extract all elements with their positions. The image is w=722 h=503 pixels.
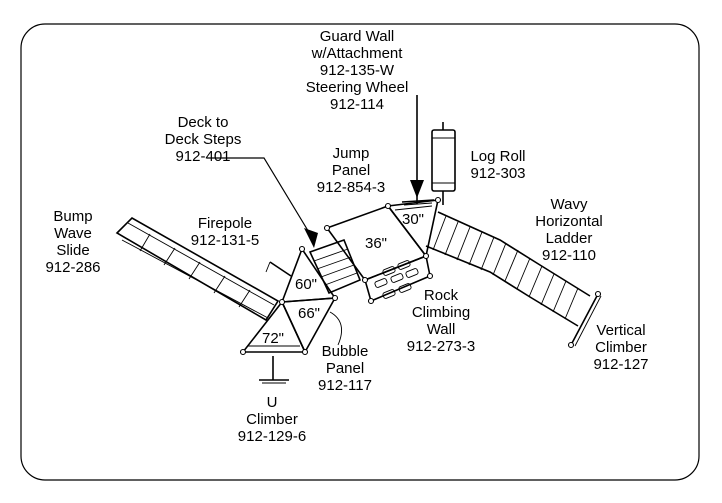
label-u-climber: U Climber 912-129-6 [238, 394, 306, 445]
label-wavy-ladder: Wavy Horizontal Ladder 912-110 [535, 196, 603, 264]
deck-60 [280, 247, 337, 303]
label-firepole: Firepole 912-131-5 [191, 215, 259, 249]
u-climber [259, 356, 289, 384]
u-climber-line-1: U [267, 394, 278, 411]
label-bump-wave-slide: Bump Wave Slide 912-286 [45, 208, 100, 276]
vertical-climber [570, 293, 602, 347]
deck-to-deck-steps [308, 238, 362, 295]
vertical-climber-line-1: Vertical [596, 322, 645, 339]
page-border [20, 23, 700, 481]
vertical-climber-line-3: 912-127 [593, 356, 648, 373]
support-posts [239, 196, 602, 356]
log-roll [431, 122, 456, 205]
bubble-panel-arc [329, 311, 343, 346]
rock-wall-line-2: Climbing [412, 304, 470, 321]
label-steering-wheel: Steering Wheel 912-114 [306, 79, 409, 113]
u-climber-line-3: 912-129-6 [238, 428, 306, 445]
wavy-ladder-line-4: 912-110 [542, 247, 596, 264]
deck-to-deck-line-3: 912-401 [175, 148, 230, 165]
label-jump-panel: Jump Panel 912-854-3 [317, 145, 385, 196]
guard-wall-line-2: w/Attachment [311, 45, 404, 62]
deck-height-66: 66" [298, 305, 320, 322]
steering-wheel-line-2: 912-114 [330, 96, 384, 113]
jump-panel-line-3: 912-854-3 [317, 179, 385, 196]
jump-panel-line-2: Panel [332, 162, 370, 179]
jump-panel-line-1: Jump [333, 145, 370, 162]
bump-wave-line-1: Bump [53, 208, 92, 225]
bubble-panel-line-3: 912-117 [318, 377, 372, 394]
label-rock-wall: Rock Climbing Wall 912-273-3 [407, 287, 475, 355]
label-log-roll: Log Roll 912-303 [470, 148, 525, 182]
deck-height-60: 60" [295, 276, 317, 293]
firepole-line-2: 912-131-5 [191, 232, 259, 249]
rock-wall-line-1: Rock [424, 287, 459, 304]
rock-wall-line-3: Wall [427, 321, 456, 338]
guard-wall-line-3: 912-135-W [320, 62, 395, 79]
guard-wall-line-1: Guard Wall [320, 28, 394, 45]
label-vertical-climber: Vertical Climber 912-127 [593, 322, 648, 373]
rock-climbing-wall [364, 254, 431, 303]
wavy-ladder-line-1: Wavy [551, 196, 588, 213]
deck-height-30: 30" [402, 211, 424, 228]
firepole-line-1: Firepole [198, 215, 252, 232]
log-roll-line-1: Log Roll [470, 148, 525, 165]
bump-wave-line-2: Wave [54, 225, 92, 242]
deck-steps-leader [207, 157, 318, 248]
deck-to-deck-line-2: Deck Steps [165, 131, 242, 148]
label-bubble-panel: Bubble Panel 912-117 [318, 343, 372, 394]
u-climber-line-2: Climber [246, 411, 298, 428]
steering-wheel-line-1: Steering Wheel [306, 79, 409, 96]
deck-to-deck-line-1: Deck to [178, 114, 229, 131]
steering-wheel [401, 95, 435, 206]
label-guard-wall: Guard Wall w/Attachment 912-135-W [311, 28, 404, 79]
deck-height-72: 72" [262, 330, 284, 347]
bump-wave-line-3: Slide [56, 242, 89, 259]
deck-30 [386, 199, 440, 258]
bump-wave-line-4: 912-286 [45, 259, 100, 276]
deck-height-36: 36" [365, 235, 387, 252]
wavy-ladder-line-3: Ladder [546, 230, 593, 247]
bump-wave-slide [115, 217, 280, 322]
vertical-climber-line-2: Climber [595, 339, 647, 356]
label-deck-to-deck: Deck to Deck Steps 912-401 [165, 114, 242, 165]
bubble-panel-line-2: Panel [326, 360, 364, 377]
rock-wall-line-4: 912-273-3 [407, 338, 475, 355]
wavy-horizontal-ladder [425, 211, 591, 327]
log-roll-line-2: 912-303 [470, 165, 525, 182]
firepole [265, 261, 292, 277]
bubble-panel-line-1: Bubble [322, 343, 369, 360]
wavy-ladder-line-2: Horizontal [535, 213, 603, 230]
